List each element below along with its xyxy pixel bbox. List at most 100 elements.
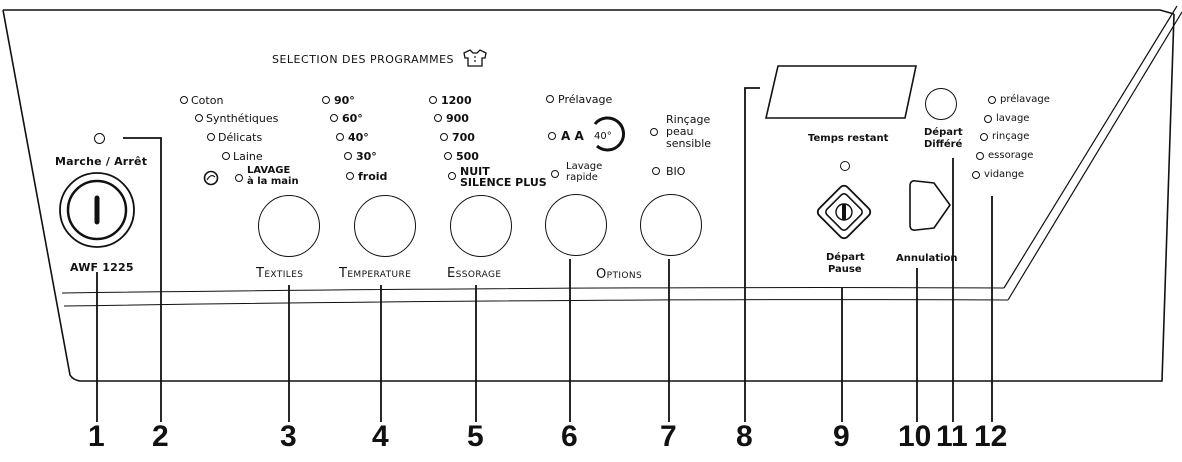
phase-led-prewash — [988, 96, 996, 104]
temperature-label: Temperature — [339, 266, 412, 281]
temp-option-60: 60° — [342, 112, 363, 125]
panel-edge-inner — [1003, 5, 1178, 289]
callout-10: 10 — [898, 420, 932, 453]
power-led — [94, 133, 105, 144]
remaining-time-label: Temps restant — [808, 133, 889, 144]
model-label: AWF 1225 — [70, 261, 134, 274]
callout-3: 3 — [280, 420, 297, 453]
spin-option-1200: 1200 — [441, 94, 472, 107]
temp-led-40 — [336, 133, 344, 141]
textiles-option-synthetic: Synthétiques — [206, 112, 279, 125]
leader-8 — [744, 87, 760, 422]
panel-line-lower — [63, 299, 1009, 307]
options-knob-left[interactable] — [545, 194, 607, 256]
prewash-led — [546, 95, 554, 103]
callout-7: 7 — [660, 420, 677, 453]
textiles-led-delicate — [207, 133, 215, 141]
night-line1: NUIT — [460, 165, 490, 178]
power-label: Marche / Arrêt — [55, 155, 148, 168]
phase-rinse: rinçage — [992, 131, 1030, 142]
panel-line-upper — [61, 287, 1005, 294]
rinse-line1: Rinçage — [666, 113, 711, 126]
temp-option-30: 30° — [356, 150, 377, 163]
phase-led-drain — [972, 171, 980, 179]
bio-led — [652, 167, 660, 175]
callout-12: 12 — [974, 420, 1008, 453]
textiles-option-delicate: Délicats — [218, 131, 263, 144]
delay-start-button[interactable] — [925, 88, 957, 120]
spin-label: Essorage — [447, 266, 502, 281]
spin-led-1200 — [429, 96, 437, 104]
textiles-led-handwash — [235, 174, 243, 182]
quick-wash-line1: Lavage — [566, 161, 603, 172]
rinse-led — [650, 128, 658, 136]
temp-option-90: 90° — [334, 94, 355, 107]
aa-led — [548, 132, 556, 140]
tshirt-icon — [463, 49, 487, 67]
remaining-time-led — [840, 161, 850, 171]
cancel-label: Annulation — [896, 253, 958, 264]
phase-led-spin — [976, 152, 984, 160]
handwash-line1: LAVAGE — [247, 165, 291, 176]
spin-led-500 — [444, 152, 452, 160]
callout-8: 8 — [736, 420, 753, 453]
phase-spin: essorage — [988, 150, 1034, 161]
textiles-led-wool — [222, 152, 230, 160]
quick-wash-led — [551, 170, 559, 178]
temp-led-cold — [346, 172, 354, 180]
rinse-line3: sensible — [666, 137, 712, 150]
start-pause-line2: Pause — [828, 264, 862, 275]
spin-option-700: 700 — [452, 131, 475, 144]
callout-11: 11 — [936, 420, 968, 453]
phase-led-wash — [984, 115, 992, 123]
textiles-led-cotton — [180, 96, 188, 104]
cancel-button-shape — [909, 180, 951, 231]
spin-option-900: 900 — [446, 112, 469, 125]
phase-drain: vidange — [984, 169, 1025, 180]
quick-wash-line2: rapide — [566, 172, 598, 183]
temp-option-40: 40° — [348, 131, 369, 144]
aa-40-arc — [593, 116, 626, 152]
temp-option-cold: froid — [358, 170, 388, 183]
callout-4: 4 — [372, 420, 389, 453]
handwash-line2: à la main — [247, 176, 299, 187]
phase-wash: lavage — [996, 113, 1030, 124]
aa-temp-label: 40° — [594, 131, 612, 142]
start-pause-line1: Départ — [826, 252, 865, 263]
delay-line2: Différé — [924, 139, 963, 150]
callout-5: 5 — [467, 420, 484, 453]
phase-prewash: prélavage — [1000, 94, 1050, 105]
spin-led-night — [448, 172, 456, 180]
aa-label: A A — [561, 129, 584, 143]
textiles-label: Textiles — [256, 266, 304, 281]
callout-9: 9 — [833, 420, 850, 453]
callout-1: 1 — [88, 420, 105, 453]
handwash-symbol — [203, 170, 219, 186]
phase-led-rinse — [980, 133, 988, 141]
spin-option-500: 500 — [456, 150, 479, 163]
temperature-knob[interactable] — [354, 195, 416, 257]
panel-edge-outer — [1007, 11, 1182, 301]
temp-led-60 — [330, 114, 338, 122]
textiles-option-wool: Laine — [233, 150, 263, 163]
leader-2 — [123, 137, 162, 422]
remaining-time-display — [764, 65, 917, 119]
night-line2: SILENCE PLUS — [460, 176, 547, 189]
bio-label: BIO — [666, 165, 686, 178]
options-label: Options — [596, 267, 643, 282]
spin-led-900 — [434, 114, 442, 122]
callout-6: 6 — [561, 420, 578, 453]
textiles-knob[interactable] — [258, 195, 320, 257]
options-knob-right[interactable] — [640, 194, 702, 256]
callout-2: 2 — [152, 420, 169, 453]
spin-knob[interactable] — [450, 195, 512, 257]
programs-title: SELECTION DES PROGRAMMES — [272, 53, 455, 66]
temp-led-30 — [344, 152, 352, 160]
rinse-line2: peau — [666, 125, 694, 138]
panel-outline — [2, 9, 1175, 382]
spin-led-700 — [440, 133, 448, 141]
textiles-option-cotton: Coton — [191, 94, 224, 107]
delay-line1: Départ — [924, 127, 963, 138]
prewash-label: Prélavage — [558, 93, 613, 106]
